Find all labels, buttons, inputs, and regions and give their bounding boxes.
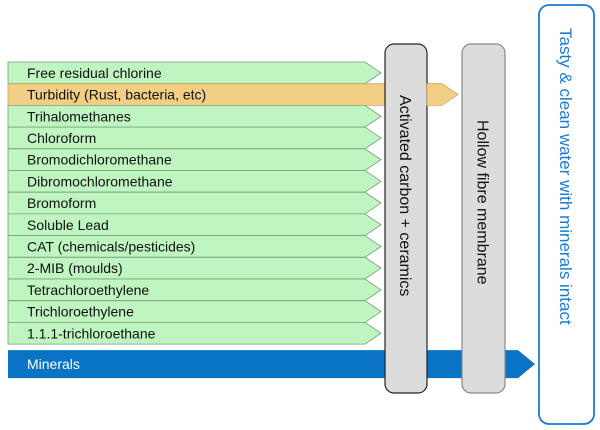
contaminant-row: Trichloroethylene [7, 300, 382, 323]
filter-label: Activated carbon + ceramics [396, 95, 413, 296]
turbidity-arrow-tip [426, 83, 459, 106]
contaminant-row: Chloroform [7, 126, 382, 150]
contaminant-row: 2-MIB (moulds) [7, 256, 382, 280]
contaminant-arrow [7, 300, 382, 323]
contaminant-arrow [7, 191, 382, 215]
filter-label: Hollow fibre membrane [474, 120, 491, 285]
filter-stages: Activated carbon + ceramics Hollow fibre … [384, 43, 506, 394]
contaminant-label: Turbidity (Rust, bacteria, etc) [27, 87, 206, 103]
contaminant-row: Trihalomethanes [7, 105, 382, 128]
contaminant-arrow [7, 256, 382, 280]
filter-box [384, 43, 428, 394]
output-box-group: Tasty & clean water with minerals intact [538, 4, 595, 425]
contaminant-label: Soluble Lead [27, 217, 109, 233]
contaminant-label: Chloroform [27, 130, 96, 146]
contaminant-row: Bromoform [7, 191, 382, 215]
contaminant-label: 2-MIB (moulds) [27, 260, 123, 276]
contaminant-arrow [7, 278, 382, 302]
contaminant-label: 1.1.1-trichloroethane [27, 325, 156, 341]
contaminant-label: CAT (chemicals/pesticides) [27, 238, 195, 254]
hollow-fibre-membrane-filter: Hollow fibre membrane [461, 43, 506, 394]
contaminant-label: Dibromochloromethane [27, 173, 173, 189]
minerals-arrow [8, 350, 535, 379]
contaminant-arrow [7, 105, 382, 128]
contaminant-label: Trihalomethanes [27, 108, 131, 124]
contaminant-arrow [7, 61, 382, 85]
contaminant-row: CAT (chemicals/pesticides) [7, 235, 382, 258]
contaminant-row: Bromodichloromethane [7, 148, 382, 171]
contaminant-label: Tetrachloroethylene [27, 282, 149, 298]
contaminant-label: Trichloroethylene [27, 304, 134, 320]
contaminant-row: 1.1.1-trichloroethane [7, 321, 382, 345]
minerals-label: Minerals [27, 356, 80, 372]
contaminant-row: Soluble Lead [7, 213, 382, 237]
contaminant-arrow [7, 213, 382, 237]
contaminant-row: Free residual chlorine [7, 61, 382, 85]
turbidity-arrow-tail-group [426, 83, 459, 106]
contaminant-arrow [7, 170, 382, 193]
contaminant-label: Bromoform [27, 195, 96, 211]
minerals-arrow-group: Minerals [8, 350, 535, 379]
activated-carbon-filter: Activated carbon + ceramics [384, 43, 428, 394]
contaminant-row: Tetrachloroethylene [7, 278, 382, 302]
contaminant-row: Turbidity (Rust, bacteria, etc) [7, 83, 386, 106]
contaminant-arrow [7, 148, 382, 171]
contaminant-label: Free residual chlorine [27, 65, 162, 81]
contaminant-arrow [7, 235, 382, 258]
contaminant-row: Dibromochloromethane [7, 170, 382, 193]
output-box [538, 4, 595, 425]
contaminant-arrow [7, 126, 382, 150]
output-label: Tasty & clean water with minerals intact [556, 28, 575, 325]
contaminant-arrow [7, 321, 382, 345]
contaminant-label: Bromodichloromethane [27, 152, 172, 168]
filter-box [461, 43, 506, 394]
